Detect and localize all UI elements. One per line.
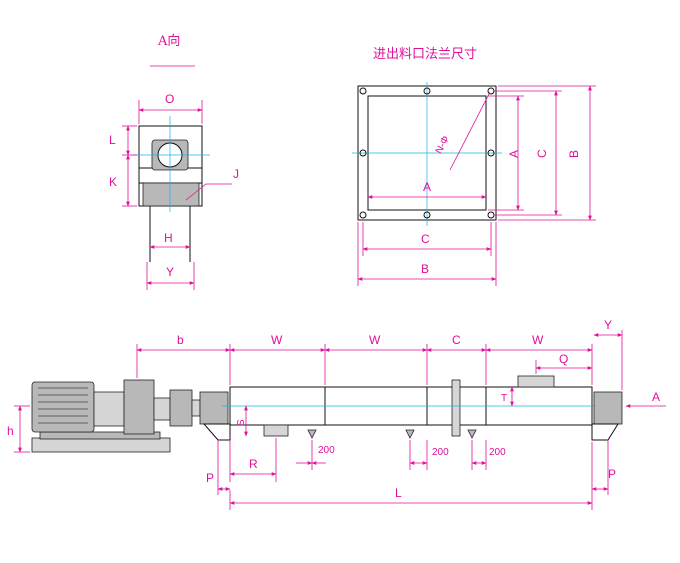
dim-b-label: b bbox=[177, 333, 184, 347]
dim-c-horizontal-label: C bbox=[421, 232, 430, 246]
support-left bbox=[202, 423, 231, 441]
dim-p-right-label: P bbox=[608, 467, 616, 481]
leader-j bbox=[185, 183, 232, 201]
dim-b-vertical-label: B bbox=[567, 150, 581, 158]
dim-w2-label: W bbox=[369, 333, 381, 347]
dim-l-elevation-label: L bbox=[395, 486, 402, 500]
dim-w1-label: W bbox=[271, 333, 283, 347]
view-a-arrow-label: A bbox=[652, 390, 660, 404]
outlet-port bbox=[263, 424, 289, 437]
dim-w3-label: W bbox=[532, 333, 544, 347]
support-right bbox=[591, 423, 619, 441]
top-dimension-chain: b W W C W bbox=[136, 333, 593, 385]
dim-o-label: O bbox=[165, 92, 174, 106]
reducer bbox=[123, 379, 155, 435]
dim-h-elevation-label: h bbox=[7, 424, 14, 438]
dim-c-vertical-label: C bbox=[535, 149, 549, 158]
hole-label: N-Φ bbox=[434, 134, 452, 156]
dim-p-left-label: P bbox=[206, 471, 214, 485]
dim-s-label: S bbox=[236, 419, 247, 426]
elevation-view: b W W C W Y Q T A h S R bbox=[7, 318, 666, 510]
dim-200-1: 200 bbox=[318, 445, 335, 456]
dim-a-vertical-label: A bbox=[507, 150, 521, 158]
dim-200-2: 200 bbox=[432, 447, 449, 458]
dim-c-label: C bbox=[452, 333, 461, 347]
motor-coupling bbox=[93, 391, 125, 427]
hole-leader bbox=[449, 91, 491, 171]
motor bbox=[31, 381, 95, 433]
dim-l-label: L bbox=[109, 133, 116, 147]
intermediate-flange bbox=[451, 379, 461, 437]
flange-holes bbox=[359, 87, 495, 219]
inlet-port bbox=[517, 375, 555, 388]
dim-b-horizontal-label: B bbox=[421, 262, 429, 276]
dim-y-label: Y bbox=[166, 265, 174, 279]
end-bearing bbox=[593, 391, 623, 425]
dim-h-label: H bbox=[164, 231, 173, 245]
motor-base bbox=[31, 437, 171, 453]
dim-q-label: Q bbox=[559, 352, 568, 366]
drive-bearing bbox=[199, 391, 229, 425]
dim-t-label: T bbox=[501, 393, 507, 404]
leader-j-label: J bbox=[233, 167, 239, 181]
view-a: A向 O L K J H bbox=[109, 33, 239, 290]
flange-title: 进出料口法兰尺寸 bbox=[373, 47, 477, 62]
dim-r-label: R bbox=[249, 457, 258, 471]
dim-y-elevation-label: Y bbox=[604, 318, 612, 332]
dim-k-label: K bbox=[109, 175, 117, 189]
flange-detail: 进出料口法兰尺寸 N-Φ A C B A bbox=[352, 47, 596, 286]
dim-a-horizontal-label: A bbox=[423, 180, 431, 194]
shaft-coupling bbox=[169, 389, 193, 427]
dim-200-3: 200 bbox=[489, 447, 506, 458]
view-a-title: A向 bbox=[157, 33, 180, 49]
